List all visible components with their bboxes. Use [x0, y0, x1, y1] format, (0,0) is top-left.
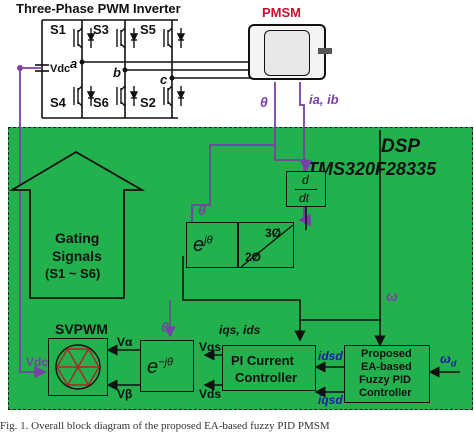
- motor-theta-label: θ: [260, 94, 268, 110]
- derivative-block: d dt: [286, 171, 326, 207]
- clarke-block: 3Ø 2Ø: [238, 222, 294, 268]
- clarke-bottom: 2Ø: [245, 250, 262, 264]
- svpwm-symbol: [55, 344, 101, 390]
- switch-label-s1: S1: [50, 22, 66, 37]
- svpwm-block: [48, 338, 108, 396]
- motor-label: PMSM: [262, 5, 301, 20]
- motor-current-label: ia, ib: [309, 92, 339, 107]
- inverter-dc-rails: [41, 19, 178, 119]
- derivative-top: d: [302, 173, 309, 187]
- inverse-park-block: e−jθ: [140, 340, 194, 392]
- omega-d-label: ωd: [440, 351, 457, 369]
- clarke-top: 3Ø: [265, 226, 282, 240]
- gating-line3: (S1 ~ S6): [45, 266, 101, 281]
- phase-label-c: c: [160, 72, 168, 87]
- derivative-bar: [295, 189, 317, 190]
- v-qs-label: Vqs: [199, 340, 222, 354]
- fuzzy-line1: Proposed: [361, 348, 412, 360]
- switch-label-s4: S4: [50, 95, 66, 110]
- park-transform-label: ejθ: [193, 234, 213, 256]
- v-beta-label: Vβ: [117, 387, 133, 401]
- v-alpha-label: Vα: [117, 335, 133, 349]
- vdc-inverter-label: Vdc: [50, 63, 71, 75]
- motor-housing: [264, 30, 310, 76]
- derivative-bottom: dt: [299, 191, 310, 205]
- dsp-subtitle: TMS320F28335: [307, 159, 437, 179]
- theta-label-inverse: θ: [161, 319, 169, 335]
- pi-line1: PI Current: [231, 353, 294, 368]
- phase-label-b: b: [113, 65, 121, 80]
- switch-label-s2: S2: [140, 95, 156, 110]
- switch-label-s6: S6: [93, 95, 109, 110]
- theta-label-park: θ: [198, 202, 206, 218]
- fuzzy-line3: Fuzzy PID: [359, 374, 411, 386]
- pi-current-controller: PI Current Controller: [222, 345, 316, 391]
- omega-label: ω: [386, 288, 398, 304]
- clarke-divider: [240, 224, 294, 268]
- iqs-ids-label: iqs, ids: [219, 323, 261, 337]
- dsp-title: DSP: [381, 136, 421, 157]
- svpwm-label: SVPWM: [55, 321, 108, 337]
- vdc-line: [19, 67, 47, 379]
- gating-line2: Signals: [52, 248, 102, 264]
- park-transform-block: ejθ: [186, 222, 238, 268]
- gating-line1: Gating: [55, 230, 100, 246]
- pi-line2: Controller: [235, 370, 298, 385]
- fuzzy-line2: EA-based: [361, 361, 412, 373]
- switch-label-s5: S5: [140, 22, 156, 37]
- inverter-title: Three-Phase PWM Inverter: [16, 1, 181, 16]
- fuzzy-line4: Controller: [359, 387, 412, 399]
- gating-arrow: [8, 150, 146, 299]
- iqsd-label: iqsd: [318, 393, 343, 407]
- vdc-svpwm-label: Vdc: [26, 355, 49, 369]
- switch-glyphs: [73, 27, 186, 107]
- phase-label-a: a: [70, 56, 78, 71]
- inverse-park-label: e−jθ: [147, 356, 173, 378]
- v-ds-label: Vds: [199, 387, 222, 401]
- fuzzy-pid-controller: Proposed EA-based Fuzzy PID Controller: [344, 345, 430, 403]
- switch-label-s3: S3: [93, 22, 109, 37]
- dc-capacitor: [35, 64, 49, 72]
- figure-caption: Fig. 1. Overall block diagram of the pro…: [0, 420, 330, 432]
- idsd-label: idsd: [318, 349, 343, 363]
- motor-shaft: [318, 48, 332, 54]
- phase-lines: [82, 50, 256, 79]
- motor-body: [248, 24, 332, 80]
